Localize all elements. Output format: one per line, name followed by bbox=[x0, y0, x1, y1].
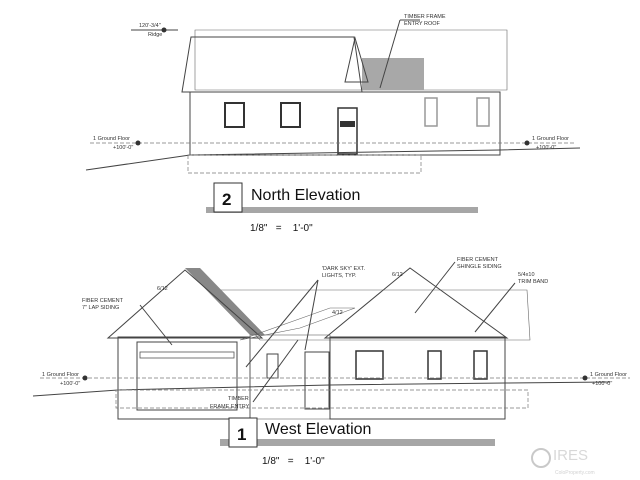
pitch-label: 6/12 bbox=[157, 286, 168, 292]
roof-ridge bbox=[185, 268, 265, 335]
window bbox=[280, 102, 301, 128]
main-roof bbox=[194, 29, 508, 91]
house-logo-icon bbox=[531, 448, 551, 468]
watermark-site: ColoProperty.com bbox=[555, 470, 595, 476]
ridge-level: 120'-3/4" bbox=[139, 23, 161, 29]
title-bar bbox=[220, 439, 495, 446]
callout-line2: 7" LAP SIDING bbox=[82, 305, 119, 311]
window bbox=[424, 97, 438, 127]
level-left-elevation: +100'-0" bbox=[60, 381, 80, 387]
pitch-label: 6/12 bbox=[392, 272, 403, 278]
callout-line2: LIGHTS, TYP. bbox=[322, 273, 357, 279]
door-lite bbox=[340, 121, 355, 127]
window bbox=[476, 97, 490, 127]
view-number: 2 bbox=[222, 190, 231, 209]
view-title: West Elevation bbox=[265, 421, 371, 438]
callout-line2: SHINGLE SIDING bbox=[457, 264, 502, 270]
level-left-name: 1 Ground Floor bbox=[93, 136, 130, 142]
view-number-box bbox=[213, 182, 243, 213]
view-scale: 1/8" = 1'-0" bbox=[250, 223, 313, 234]
level-right-elevation: +100'-0" bbox=[592, 381, 612, 387]
entry-door bbox=[337, 107, 358, 155]
callout-line1: 5/4x10 bbox=[518, 272, 535, 278]
window bbox=[355, 350, 384, 380]
window bbox=[427, 350, 442, 380]
callout-line2: ENTRY ROOF bbox=[404, 21, 440, 27]
level-left-name: 1 Ground Floor bbox=[42, 372, 79, 378]
level-right-name: 1 Ground Floor bbox=[532, 136, 569, 142]
watermark: IRES ColoProperty.com bbox=[531, 447, 595, 476]
main-gable bbox=[323, 267, 509, 339]
title-bar bbox=[206, 207, 478, 213]
window bbox=[473, 350, 488, 380]
gable-peak bbox=[344, 36, 369, 83]
view-number-box bbox=[228, 417, 258, 448]
callout-line1: TIMBER bbox=[228, 396, 249, 402]
view-number: 1 bbox=[237, 425, 246, 444]
entry-roof bbox=[239, 307, 356, 341]
level-right-elevation: +100'-0" bbox=[536, 145, 556, 151]
garage-gable bbox=[106, 269, 264, 339]
watermark-brand: IRES bbox=[553, 447, 588, 464]
gable-roof bbox=[181, 36, 363, 93]
level-left-elevation: +100'-0" bbox=[113, 145, 133, 151]
callout-line1: 'DARK SKY' EXT. bbox=[322, 266, 366, 272]
level-right-name: 1 Ground Floor bbox=[590, 372, 627, 378]
callout-line2: TRIM BAND bbox=[518, 279, 548, 285]
callout-line1: FIBER CEMENT bbox=[457, 257, 499, 263]
view-scale: 1/8" = 1'-0" bbox=[262, 456, 325, 467]
view-title: North Elevation bbox=[251, 187, 360, 204]
front-door bbox=[304, 351, 330, 410]
callout-line1: TIMBER FRAME bbox=[404, 14, 446, 20]
north-elevation: 120'-3/4" Ridge TIMBER FRAME ENTRY ROOF … bbox=[85, 14, 581, 234]
garage-door bbox=[136, 341, 238, 411]
callout-line2: FRAME ENTRY bbox=[210, 404, 250, 410]
window bbox=[266, 353, 279, 379]
callout-line1: FIBER CEMENT bbox=[82, 298, 124, 304]
window bbox=[224, 102, 245, 128]
west-elevation: 6/12 6/12 4/12 FIBER CEMENT 7" LAP SIDIN… bbox=[32, 257, 630, 467]
pitch-label: 4/12 bbox=[332, 310, 343, 316]
entry-roof bbox=[362, 58, 424, 90]
ridge-label: Ridge bbox=[148, 32, 162, 38]
